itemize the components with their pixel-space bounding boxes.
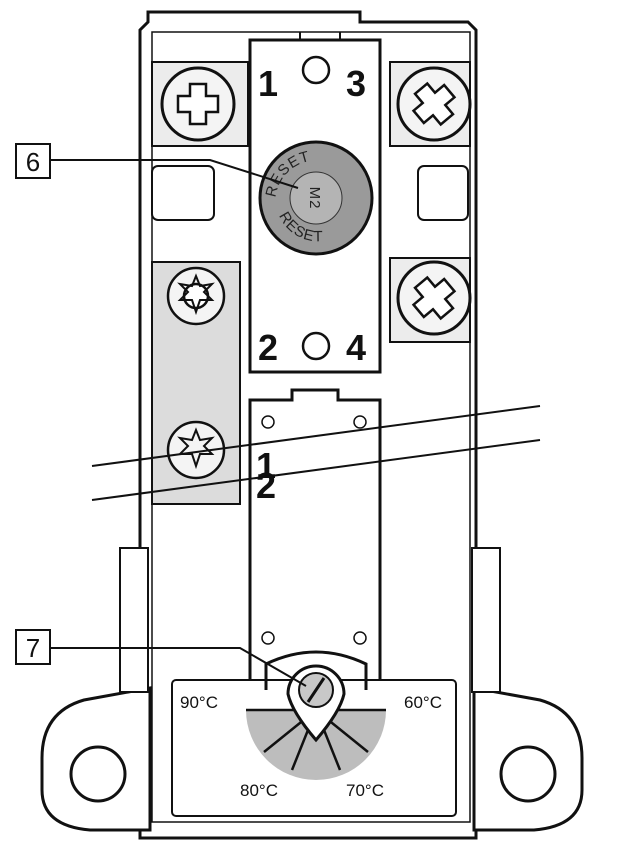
- mounting-flange-right: [472, 686, 584, 832]
- terminal-label-1: 1: [258, 63, 278, 104]
- screw-terminal-3[interactable]: [396, 66, 472, 142]
- callout-6-label: 6: [26, 147, 40, 177]
- terminal-label-4: 4: [346, 327, 366, 368]
- screw-terminal-1[interactable]: [160, 66, 236, 142]
- side-clips: [119, 547, 501, 693]
- temp-label-70: 70°C: [346, 781, 384, 800]
- temp-label-60: 60°C: [404, 693, 442, 712]
- probe-break-lines: [91, 405, 541, 501]
- callout-7-label: 7: [26, 633, 40, 663]
- star-screw-lower[interactable]: [166, 420, 226, 480]
- lower-center-plate: [248, 388, 382, 692]
- temp-label-90: 90°C: [180, 693, 218, 712]
- temp-label-80: 80°C: [240, 781, 278, 800]
- callout-6: 6: [15, 143, 299, 189]
- screw-terminal-4[interactable]: [396, 260, 472, 336]
- reset-button[interactable]: [258, 140, 374, 256]
- reset-center-text: M2: [306, 187, 323, 210]
- callout-7: 7: [15, 629, 307, 687]
- mounting-flange-left: [40, 686, 152, 832]
- star-screw-terminal-2[interactable]: [166, 266, 226, 326]
- terminal-label-3: 3: [346, 63, 366, 104]
- lower-terminal-label-2: 2: [256, 465, 276, 506]
- terminal-label-2: 2: [258, 327, 278, 368]
